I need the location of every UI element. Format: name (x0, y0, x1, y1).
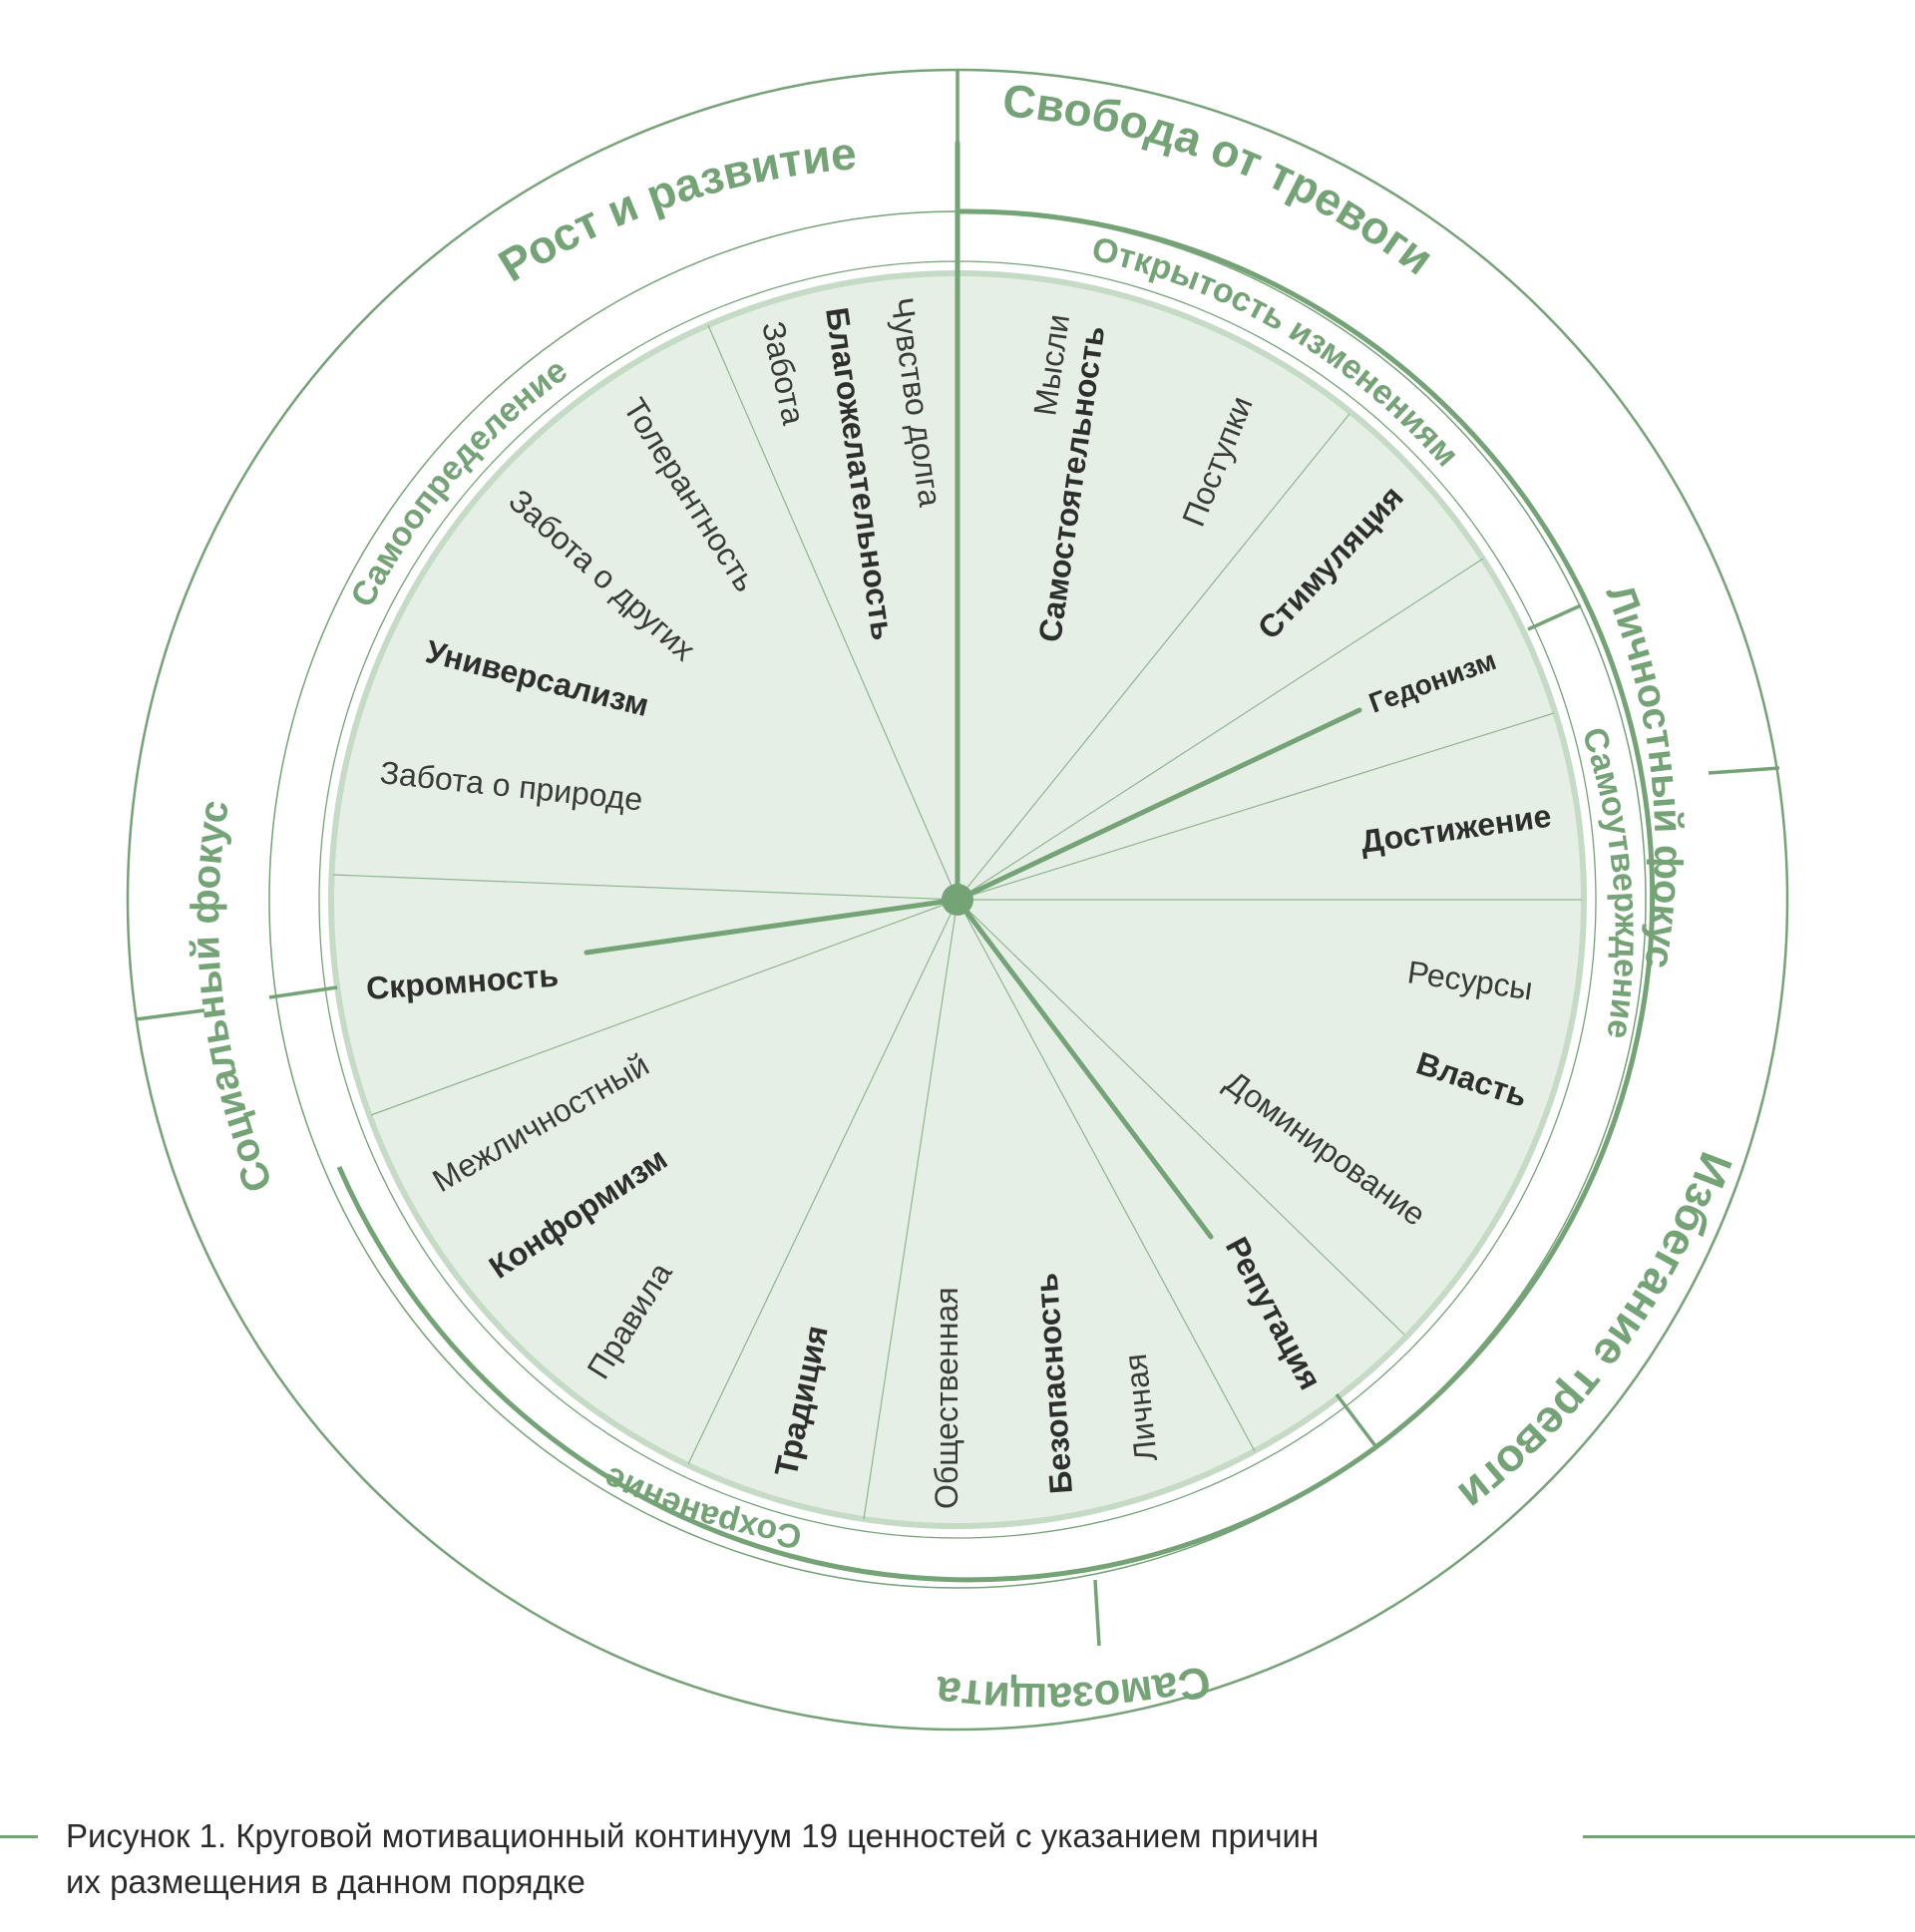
main-axes (583, 140, 1362, 1240)
separator-ring-left (268, 985, 338, 999)
caption-line-2: их размещения в данном порядке (66, 1863, 585, 1900)
outer-label-freedom: Свобода от тревоги (1000, 74, 1443, 284)
figure-caption: Рисунок 1. Круговой мотивационный контин… (0, 1805, 1915, 1915)
sector-lines (332, 324, 1582, 1520)
caption-text: Рисунок 1. Круговой мотивационный контин… (66, 1813, 1482, 1905)
caption-rule-right (1583, 1835, 1915, 1838)
separator-right (1708, 766, 1780, 775)
ring-segment-openness (957, 208, 1585, 594)
separator-left (135, 1008, 205, 1021)
center-dot (942, 884, 973, 916)
ring-segment-conserv (336, 1165, 1376, 1583)
outer-label-growth: Рост и развитие (490, 127, 859, 291)
outer-label-selfprotect: Самозащита (933, 1656, 1214, 1723)
outer-label-social: Социальный фокус (184, 797, 281, 1198)
value-societal: Общественная (929, 1287, 964, 1509)
motivational-wheel: Рост и развитие Свобода от тревоги Лично… (126, 68, 1789, 1732)
ring-segment-selfenh (1372, 590, 1656, 1451)
caption-rule-left (0, 1835, 38, 1838)
separator-ring-bottom (1335, 1392, 1378, 1449)
separator-ring-right (1527, 603, 1582, 631)
separator-bottom (1093, 1579, 1101, 1647)
caption-line-1: Рисунок 1. Круговой мотивационный контин… (66, 1817, 1320, 1854)
